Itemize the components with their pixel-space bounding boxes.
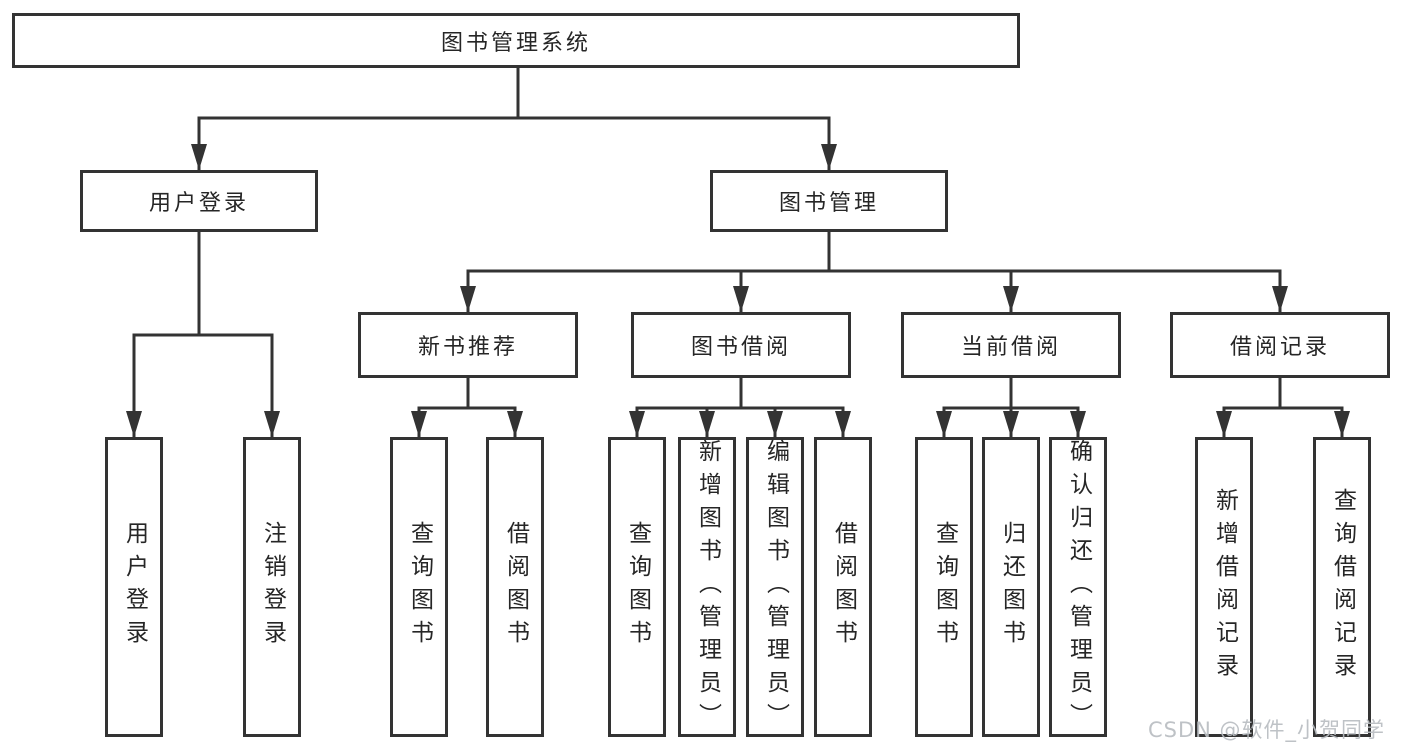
- leaf-query-borrow-record: 查询借阅记录: [1313, 437, 1371, 737]
- leaf-logout: 注销登录: [243, 437, 301, 737]
- csdn-watermark: CSDN @软件_小贺同学: [1148, 718, 1386, 742]
- node-new-book-recommendation: 新书推荐: [358, 312, 578, 378]
- leaf-query-books-current: 查询图书: [915, 437, 973, 737]
- node-label: 新书推荐: [417, 335, 518, 360]
- node-borrowing-records: 借阅记录: [1170, 312, 1390, 378]
- node-label: 借阅图书: [830, 521, 857, 653]
- node-label: 编辑图书（管理员）: [762, 438, 789, 736]
- node-user-login: 用户登录: [80, 170, 318, 232]
- node-label: 用户登录: [121, 521, 148, 653]
- node-label: 图书管理: [778, 191, 879, 216]
- leaf-query-books-recommend: 查询图书: [390, 437, 448, 737]
- node-label: 查询图书: [931, 521, 958, 653]
- node-label: 新增借阅记录: [1211, 488, 1238, 686]
- leaf-borrow-books: 借阅图书: [814, 437, 872, 737]
- leaf-edit-books-admin: 编辑图书（管理员）: [746, 437, 804, 737]
- leaf-user-login: 用户登录: [105, 437, 163, 737]
- leaf-query-books-borrow: 查询图书: [608, 437, 666, 737]
- node-label: 当前借阅: [960, 335, 1061, 360]
- leaf-confirm-return-admin: 确认归还（管理员）: [1049, 437, 1107, 737]
- node-label: 用户登录: [148, 191, 249, 216]
- node-label: 查询图书: [624, 521, 651, 653]
- leaf-add-borrow-record: 新增借阅记录: [1195, 437, 1253, 737]
- leaf-add-books-admin: 新增图书（管理员）: [678, 437, 736, 737]
- node-label: 确认归还（管理员）: [1065, 438, 1092, 736]
- node-book-management: 图书管理: [710, 170, 948, 232]
- node-book-borrowing: 图书借阅: [631, 312, 851, 378]
- node-label: 查询图书: [406, 521, 433, 653]
- node-label: 归还图书: [998, 521, 1025, 653]
- node-label: 新增图书（管理员）: [694, 438, 721, 736]
- node-label: 注销登录: [259, 521, 286, 653]
- leaf-borrow-books-recommend: 借阅图书: [486, 437, 544, 737]
- node-current-borrowing: 当前借阅: [901, 312, 1121, 378]
- node-label: 查询借阅记录: [1329, 488, 1356, 686]
- node-label: 借阅图书: [502, 521, 529, 653]
- node-label: 图书管理系统: [440, 30, 591, 56]
- node-library-management-system: 图书管理系统: [12, 13, 1020, 68]
- node-label: 图书借阅: [690, 335, 791, 360]
- node-label: 借阅记录: [1229, 335, 1330, 360]
- leaf-return-books: 归还图书: [982, 437, 1040, 737]
